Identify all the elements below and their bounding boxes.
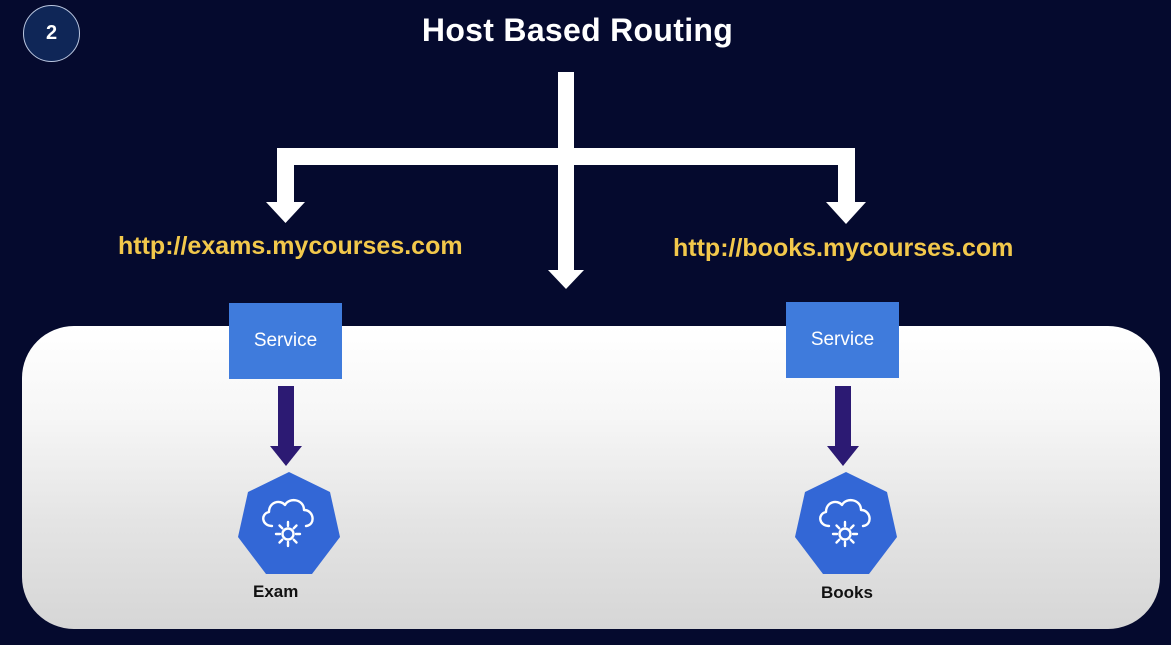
books-down-arrow-shaft bbox=[835, 386, 851, 448]
center-arrow-head bbox=[548, 270, 584, 289]
exam-down-arrow-head bbox=[270, 446, 302, 466]
cloud-gear-icon bbox=[262, 498, 314, 548]
books-app-label: Books bbox=[821, 583, 873, 602]
exam-down-arrow-shaft bbox=[278, 386, 294, 448]
right-arrow-head bbox=[826, 202, 866, 224]
center-arrow-shaft bbox=[558, 72, 574, 272]
exam-app-label: Exam bbox=[253, 582, 299, 601]
books-app-node bbox=[795, 472, 897, 574]
exam-service-box: Service bbox=[229, 303, 342, 379]
exam-app-node bbox=[238, 472, 340, 574]
books-down-arrow-head bbox=[827, 446, 859, 466]
diagram-title: Host Based Routing bbox=[421, 12, 734, 48]
left-arrow-head bbox=[266, 202, 305, 223]
books-url-label: http://books.mycourses.com bbox=[673, 234, 1014, 262]
slide-number-badge: 2 bbox=[23, 5, 80, 62]
cloud-gear-icon bbox=[819, 498, 871, 548]
left-branch-shaft bbox=[277, 148, 294, 204]
cluster-panel bbox=[22, 326, 1160, 629]
horizontal-branch bbox=[277, 148, 855, 165]
books-service-box: Service bbox=[786, 302, 899, 378]
exams-url-label: http://exams.mycourses.com bbox=[118, 232, 463, 260]
right-branch-shaft bbox=[838, 148, 855, 204]
